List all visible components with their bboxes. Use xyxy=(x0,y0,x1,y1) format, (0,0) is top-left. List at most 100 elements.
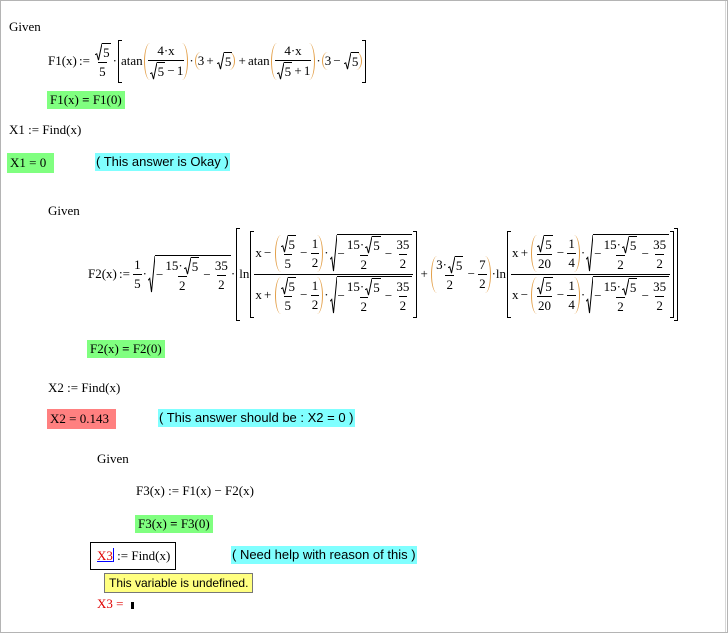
math-text: 2 xyxy=(446,276,453,292)
radicand: 5 xyxy=(190,256,200,275)
radical-sign xyxy=(365,236,372,254)
math-text: 5 xyxy=(284,63,292,79)
math-text: 2 xyxy=(179,277,186,293)
radical-sign xyxy=(330,234,337,273)
numerator: 15· 5 xyxy=(603,235,639,255)
math-text: 4·x xyxy=(157,42,175,58)
math-text: − xyxy=(639,288,652,303)
numerator: 5 xyxy=(279,276,298,296)
math-text: 3 + xyxy=(197,53,216,68)
denominator: 2 xyxy=(398,295,408,314)
math-text: 20 xyxy=(537,297,551,313)
radicand: 5 xyxy=(287,234,297,253)
x2-comment[interactable]: ( This answer should be : X2 = 0 ) xyxy=(158,409,355,427)
x2-result[interactable]: X2 = 0.143 xyxy=(47,409,116,429)
denominator: 5 − 1 xyxy=(147,59,185,80)
denominator: 5 xyxy=(98,61,107,80)
given-2[interactable]: Given xyxy=(48,203,80,218)
x3-definition-selected[interactable]: X3 := Find(x) xyxy=(90,542,176,570)
numerator: 1 xyxy=(311,278,320,295)
radical-sign xyxy=(277,62,284,80)
error-tooltip: This variable is undefined. xyxy=(104,573,254,593)
square-root: 5 xyxy=(95,42,111,61)
f3-constraint[interactable]: F3(x) = F3(0) xyxy=(135,515,213,533)
math-text: 2 xyxy=(360,298,368,314)
given-1[interactable]: Given xyxy=(9,19,41,34)
given-3[interactable]: Given xyxy=(97,451,129,466)
x1-result[interactable]: X1 = 0 xyxy=(7,153,54,173)
x3-undefined-variable[interactable]: X3 xyxy=(97,548,113,563)
boolean-equals: = xyxy=(122,341,130,356)
radical-sign xyxy=(537,277,544,295)
f1-constraint[interactable]: F1(x) = F1(0) xyxy=(47,91,125,109)
math-text: 1 xyxy=(568,235,575,251)
math-text: x − xyxy=(512,287,531,302)
numerator: 1 xyxy=(567,278,576,295)
radical-sign xyxy=(448,256,455,274)
lhs: F3(x) xyxy=(138,516,171,531)
x3-evaluation[interactable]: X3 = xyxy=(97,596,134,612)
radicand: 5 xyxy=(372,235,381,254)
math-text: − 1 xyxy=(165,62,184,78)
numerator: 1 xyxy=(311,236,320,253)
bracket-corner xyxy=(236,227,241,229)
radicand: 5 xyxy=(102,42,111,61)
numerator: 35 xyxy=(214,258,229,275)
numerator: 5 xyxy=(535,234,554,254)
boolean-equals: = xyxy=(82,92,90,107)
x3-comment[interactable]: ( Need help with reason of this ) xyxy=(231,546,417,564)
f2-constraint[interactable]: F2(x) = F2(0) xyxy=(87,340,165,358)
math-text: · xyxy=(324,287,329,302)
numerator: 7 xyxy=(478,257,487,274)
x1-definition[interactable]: X1 := Find(x) xyxy=(9,122,82,137)
x1-comment[interactable]: ( This answer is Okay ) xyxy=(95,153,230,171)
math-text: 5 xyxy=(103,44,110,60)
math-text: 1 xyxy=(311,235,319,251)
square-root: 5 xyxy=(217,52,233,70)
math-text: − xyxy=(594,288,602,303)
bracket-corner xyxy=(413,316,418,318)
bracket-corner xyxy=(118,81,123,83)
numerator: 5 xyxy=(93,42,112,62)
math-text: 5 xyxy=(629,237,637,253)
math-text: 5 xyxy=(284,255,292,271)
math-text: 4 xyxy=(568,296,575,312)
radicand: 5 xyxy=(372,277,381,296)
denominator: 2 xyxy=(359,254,369,273)
radical-sign xyxy=(150,62,157,80)
edit-cursor xyxy=(112,548,114,562)
radical-sign xyxy=(586,234,593,273)
bracket-corner xyxy=(250,230,255,232)
numerator: 4·x xyxy=(156,43,175,60)
math-text: 35 xyxy=(653,278,667,294)
math-text: 5 xyxy=(545,278,552,294)
denominator: 20 xyxy=(536,295,552,314)
x2-definition[interactable]: X2 := Find(x) xyxy=(48,380,121,395)
math-text: F2(x) := xyxy=(88,266,133,281)
denominator: 2 xyxy=(478,273,487,292)
parentheses: 3 − 5 xyxy=(321,52,363,70)
f3-definition[interactable]: F3(x) := F1(x) − F2(x) xyxy=(136,483,254,498)
math-text: 15· xyxy=(603,236,621,252)
math-text: − xyxy=(382,288,395,303)
